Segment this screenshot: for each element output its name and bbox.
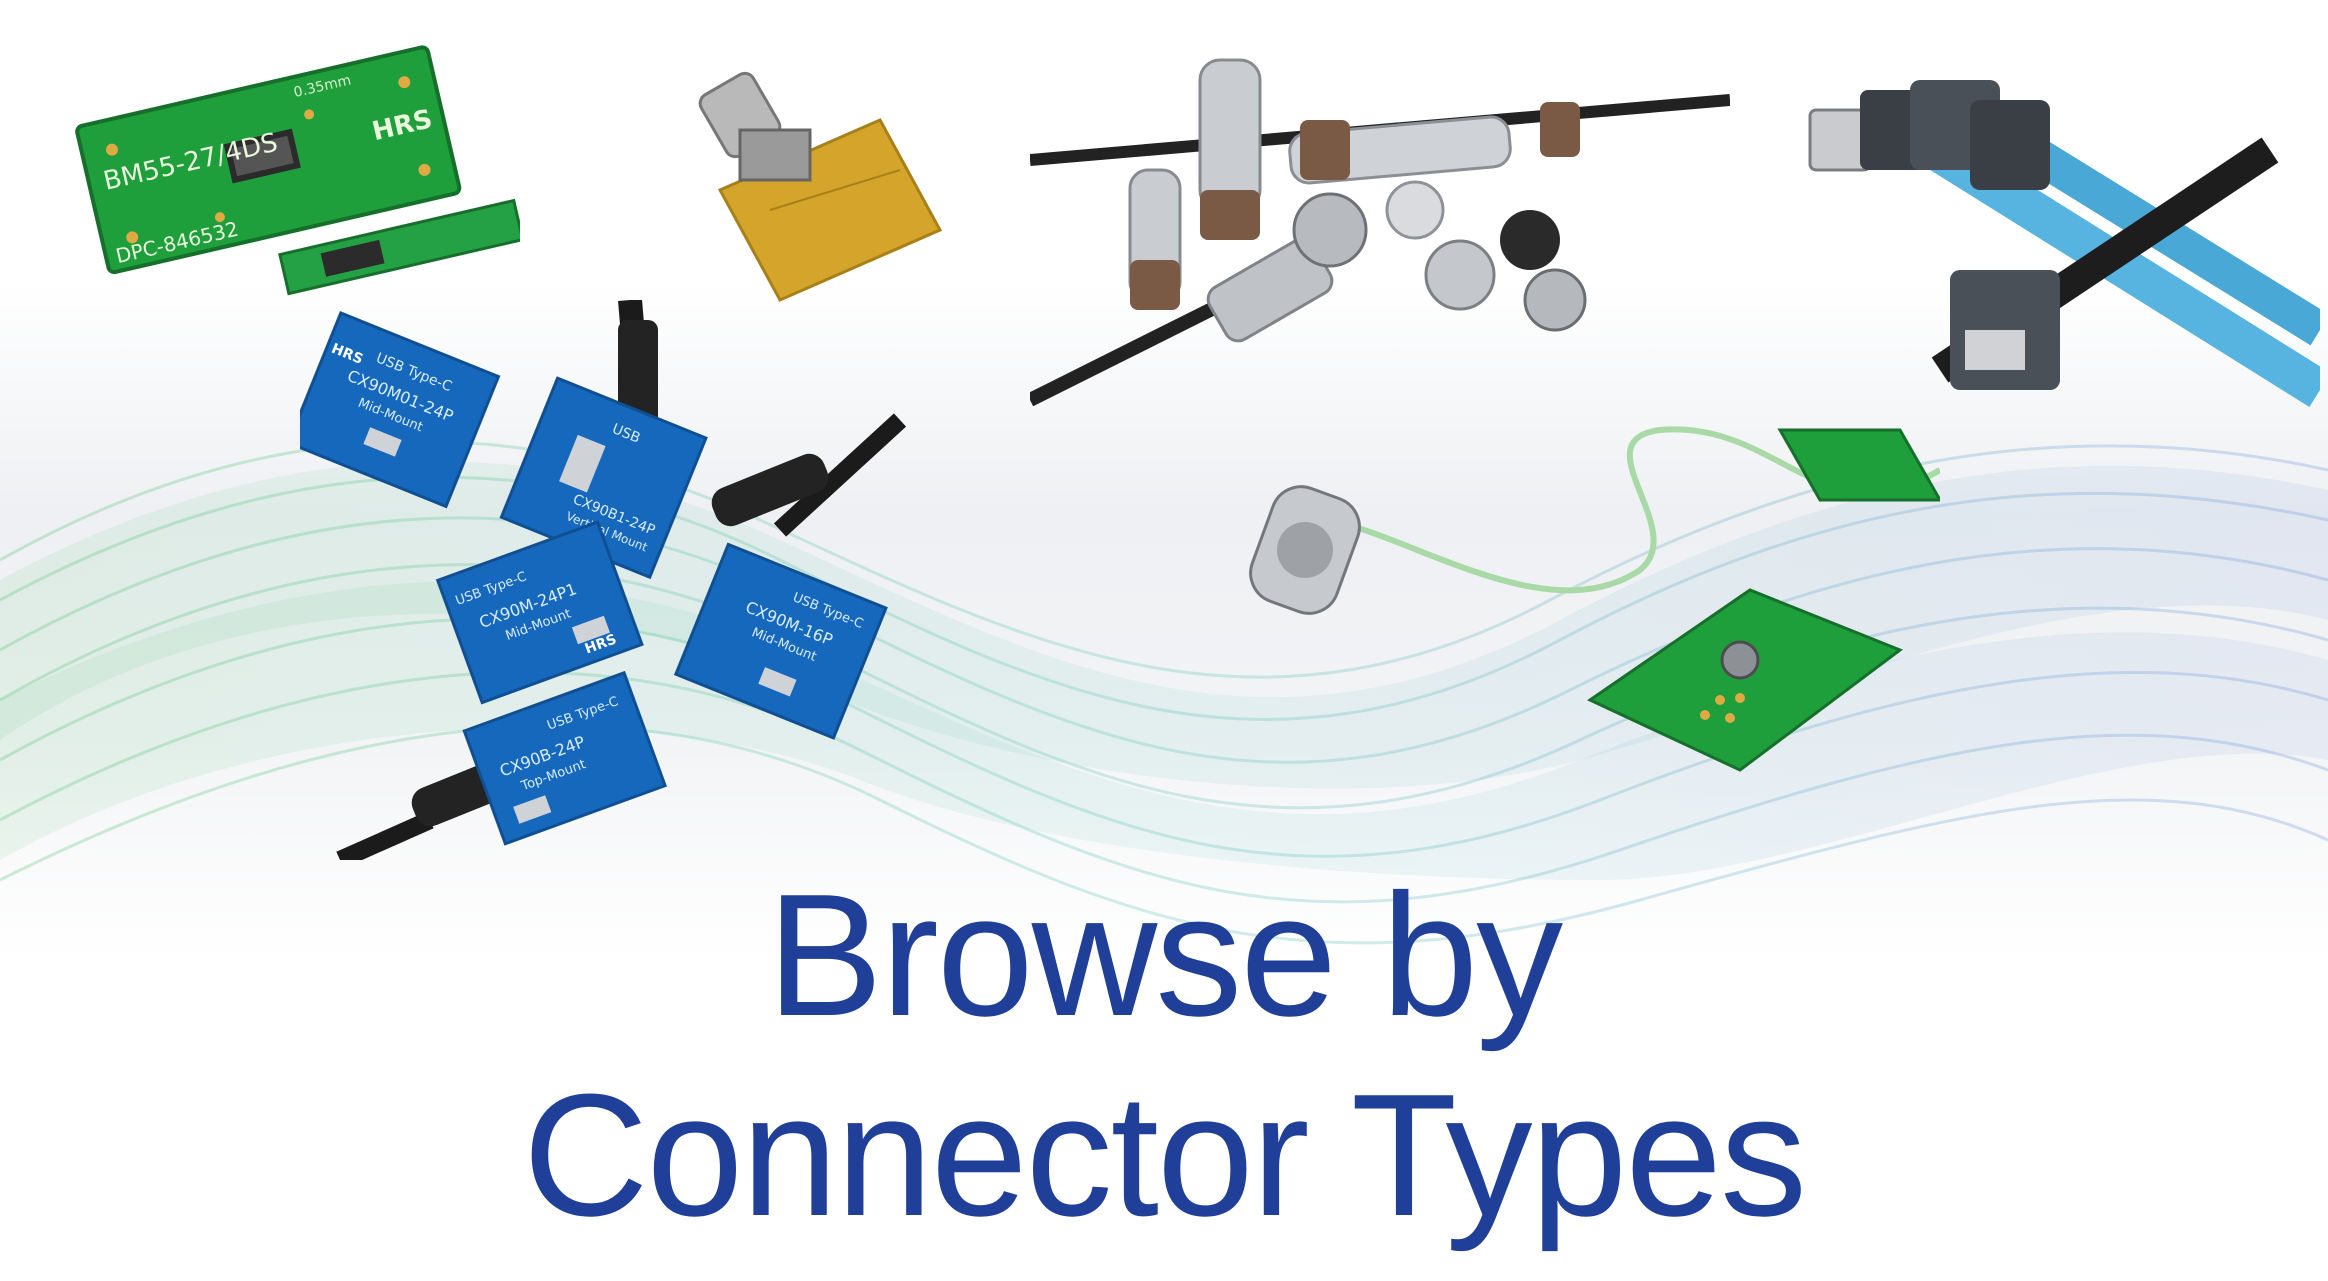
usb-type-c-connectors-image[interactable]: USB Type-C CX90M01-24P Mid-Mount HRS USB… bbox=[300, 300, 960, 860]
rf-board-connector-image[interactable] bbox=[1580, 580, 1910, 780]
usb-connector-icon: USB Type-C CX90M01-24P Mid-Mount HRS USB… bbox=[300, 300, 907, 860]
headline-line-1: Browse by bbox=[766, 857, 1563, 1052]
coax-cable-icon bbox=[1249, 426, 1940, 615]
industrial-ethernet-connectors-image[interactable] bbox=[1800, 60, 2320, 410]
board-to-board-connector-image[interactable]: BM55-27/4DS HRS 0.35mm DPC-846532 bbox=[60, 20, 520, 310]
rf-coax-connector-image[interactable] bbox=[680, 60, 950, 320]
rf-connector-icon bbox=[698, 71, 943, 302]
circular-connector-icon bbox=[1030, 58, 1730, 407]
coax-cable-assembly-image[interactable] bbox=[1220, 410, 1940, 670]
pcb-icon: BM55-27/4DS HRS 0.35mm DPC-846532 bbox=[75, 45, 520, 296]
headline: Browse by Connector Types bbox=[0, 855, 2328, 1255]
headline-line-2: Connector Types bbox=[522, 1057, 1807, 1252]
ethernet-connector-icon bbox=[1808, 80, 2320, 407]
rf-board-icon bbox=[1586, 588, 1904, 772]
circular-connectors-image[interactable] bbox=[1030, 40, 1730, 420]
